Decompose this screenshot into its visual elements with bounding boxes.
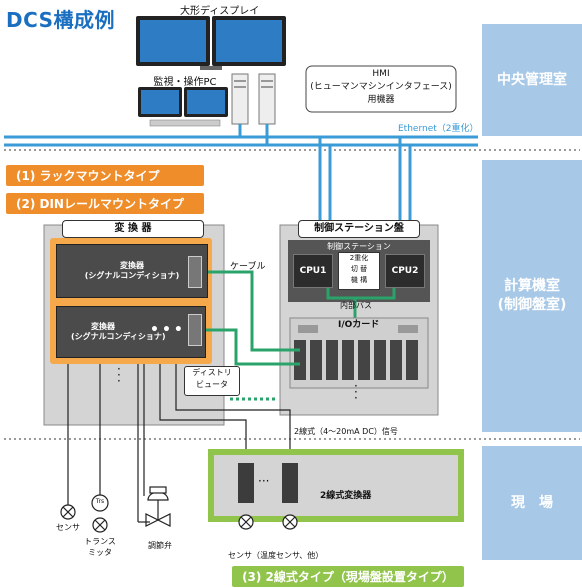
two-wire-converter-2 xyxy=(282,463,298,503)
zone-field: 現 場 xyxy=(482,446,582,560)
transmitter-badge: Trs xyxy=(95,498,105,505)
tag-rack-mount: (1) ラックマウントタイプ xyxy=(6,165,204,186)
monitor-pc-icon xyxy=(138,87,228,127)
ellipsis-icon: ••• xyxy=(150,322,186,338)
zone-central: 中央管理室 xyxy=(482,24,582,136)
monitor-pc-label: 監視・操作PC xyxy=(153,77,217,88)
cpu2-block: CPU2 xyxy=(385,254,425,288)
tag-two-wire: (3) 2線式タイプ（現場盤設置タイプ） xyxy=(232,566,464,587)
two-wire-panel xyxy=(214,455,458,516)
connector-icon xyxy=(188,314,202,346)
sensor-label: センサ xyxy=(56,523,80,532)
large-display-label: 大形ディスプレイ xyxy=(180,6,260,17)
ethernet-label: Ethernet（2重化） xyxy=(398,124,479,134)
distributor-label: ディストリ ビュータ xyxy=(184,366,240,396)
station-label: 制御ステーション xyxy=(327,242,391,251)
transmitter-icon xyxy=(91,494,109,533)
connector-icon xyxy=(188,256,202,288)
two-wire-converter-1 xyxy=(238,463,254,503)
converter-rack-unit: 変換器 (シグナルコンディショナ) xyxy=(56,244,208,298)
cable-lines xyxy=(196,270,300,366)
field-sensor-label: センサ（温度センサ、他） xyxy=(228,551,324,560)
internal-bus-label: 内部バス xyxy=(340,301,372,310)
control-valve-icon xyxy=(138,486,171,527)
page-title: DCS構成例 xyxy=(6,8,116,32)
ellipsis-icon: ··· xyxy=(258,474,270,488)
large-display-icon xyxy=(136,16,286,70)
ellipsis-icon: ··· xyxy=(354,379,358,405)
converter-din-unit: 変換器 (シグナルコンディショナ) xyxy=(56,306,206,358)
cpu1-block: CPU1 xyxy=(293,254,333,288)
ellipsis-icon: ··· xyxy=(117,362,121,388)
cable-label: ケーブル xyxy=(230,262,266,272)
field-sensor-icon xyxy=(238,514,298,530)
ethernet-bus xyxy=(4,124,478,246)
zone-computer: 計算機室 (制御盤室) xyxy=(482,160,582,432)
transmitter-label: トランス ミッタ xyxy=(84,537,116,557)
signal-label: 2線式（4〜20mA DC）信号 xyxy=(294,427,398,436)
two-wire-converter-label: 2線式変換器 xyxy=(320,491,372,501)
hmi-box xyxy=(305,65,457,113)
sensor-icon xyxy=(60,504,76,520)
dual-switch-block: 2重化 切 替 機 構 xyxy=(338,252,380,290)
tag-din-rail: (2) DINレールマウントタイプ xyxy=(6,193,204,214)
valve-label: 調節弁 xyxy=(148,541,172,550)
server-tower-icon xyxy=(231,73,276,125)
station-panel-title: 制御ステーション盤 xyxy=(298,220,420,238)
hmi-label: HMI (ヒューマンマシンインタフェース) 用機器 xyxy=(310,69,452,105)
io-card-label: I/Oカード xyxy=(338,320,380,330)
internal-bus xyxy=(326,286,396,318)
converter-panel-title: 変 換 器 xyxy=(62,220,204,238)
